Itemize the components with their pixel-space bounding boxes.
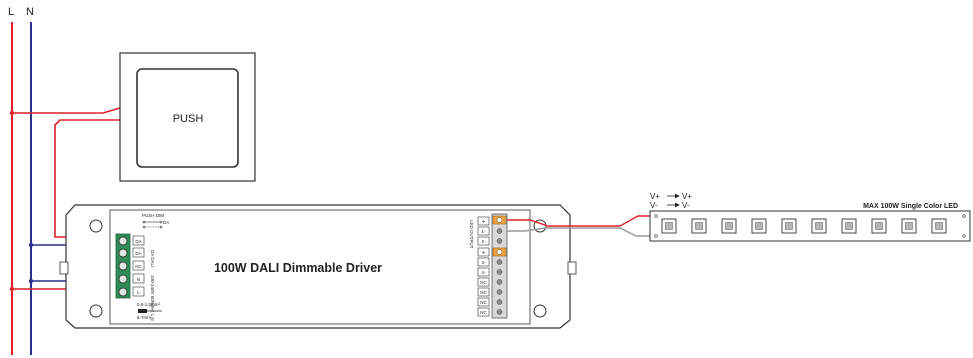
led-chip-lens: [785, 222, 793, 230]
input-terminal-screws: [118, 236, 128, 297]
vminus-out-label: V-: [682, 201, 690, 210]
output-terminal-label: 2-: [481, 239, 486, 244]
led-chip-lens: [695, 222, 703, 230]
line-label: L: [8, 6, 14, 18]
led-strip: MAX 100W Single Color LED: [649, 203, 971, 242]
power-label: 100-240V 50/60Hz L N: [150, 275, 155, 321]
led-chip-lens: [845, 222, 853, 230]
led-chip-lens: [755, 222, 763, 230]
output-terminal-label: +: [482, 220, 486, 226]
dali-label: DA DALI: [150, 250, 155, 267]
driver-title: 100W DALI Dimmable Driver: [214, 261, 382, 275]
wire-l-to-push: [12, 107, 121, 114]
output-terminal-label: NC: [480, 300, 487, 305]
led-strip-label: MAX 100W Single Color LED: [863, 203, 958, 210]
pushdim-schematic: [142, 220, 163, 229]
output-terminal-screws: [492, 215, 507, 315]
led-chip-lens: [815, 222, 823, 230]
neutral-label: N: [26, 6, 34, 18]
mount-hole: [89, 219, 103, 233]
led-chip-lens: [875, 222, 883, 230]
strip-length-label: 6-7mm: [137, 315, 151, 320]
input-terminal-label: NC: [135, 264, 142, 269]
dali-driver: 100W DALI Dimmable Driver DA DA NC N L P…: [59, 204, 577, 329]
input-terminal-label: N: [137, 277, 140, 282]
led-chip-lens: [905, 222, 913, 230]
output-terminal-label: 1-: [481, 229, 486, 234]
output-terminal-labels: + 1- 2- + 3- 4- NC NC NC NC: [477, 216, 490, 317]
output-terminal-label: 3-: [481, 260, 486, 265]
input-terminal-label: DA: [135, 239, 141, 244]
pushdim-da-label: DA: [163, 220, 169, 225]
led-output-header: LED OUTPUT: [469, 220, 474, 249]
input-terminal-label: L: [137, 290, 140, 295]
input-terminal-labels: DA DA NC N L: [132, 235, 145, 297]
wire-strip-icon: [138, 309, 147, 313]
led-chip-lens: [935, 222, 943, 230]
mount-hole: [89, 304, 103, 318]
pushdim-label: PUSH DIM: [142, 213, 164, 218]
wire-vminus: [507, 227, 650, 237]
output-terminal-label: NC: [480, 280, 487, 285]
output-terminal-label: NC: [480, 310, 487, 315]
led-chip-lens: [665, 222, 673, 230]
wire-gauge-label: 0.5-1.5mm²: [137, 302, 161, 307]
wire-vplus: [507, 215, 650, 227]
output-terminal-label: NC: [480, 290, 487, 295]
vminus-in-label: V-: [650, 201, 658, 210]
push-label: PUSH: [173, 113, 204, 125]
vplus-in-label: V+: [650, 192, 660, 201]
output-terminal-label: +: [482, 251, 486, 257]
output-terminal-label: 4-: [481, 270, 486, 275]
led-chip-lens: [725, 222, 733, 230]
vplus-out-label: V+: [682, 192, 692, 201]
input-terminal-label: DA: [135, 251, 141, 256]
push-switch: PUSH: [119, 52, 256, 182]
output-terminal-block: [491, 213, 508, 319]
mount-hole: [533, 304, 547, 318]
